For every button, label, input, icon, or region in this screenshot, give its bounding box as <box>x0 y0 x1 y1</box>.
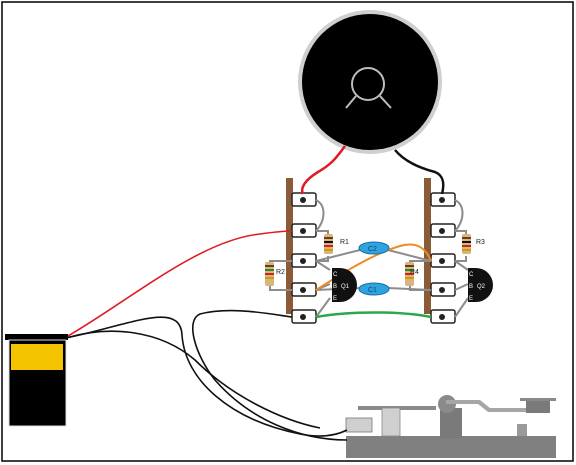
r2-label: R2 <box>276 269 285 276</box>
q1-pin-e: E <box>333 296 337 302</box>
r3-label: R3 <box>476 239 485 246</box>
q2-pin-c: C <box>469 272 474 278</box>
r4-label: R4 <box>410 269 419 276</box>
r1-label: R1 <box>340 239 349 246</box>
q1-pin-c: C <box>333 272 338 278</box>
capacitor-c1[interactable]: C1 <box>358 282 390 296</box>
resistor-r2[interactable]: R2 <box>265 262 285 286</box>
speaker-red-wire <box>301 145 347 195</box>
q2-pin-e: E <box>469 296 473 302</box>
c2-label: C2 <box>368 246 377 253</box>
terminal-strip-left <box>286 178 293 314</box>
q1-label: Q1 <box>341 284 350 290</box>
resistor-r1[interactable]: R1 <box>324 234 349 254</box>
resistor-r3[interactable]: R3 <box>462 234 485 254</box>
key-screw <box>517 424 527 436</box>
terminal[interactable] <box>291 309 317 324</box>
key-knob <box>526 401 550 413</box>
telegraph-key[interactable] <box>345 395 556 458</box>
terminal[interactable] <box>291 192 317 207</box>
q2-pin-b: B <box>469 284 473 290</box>
battery-positive-wire <box>67 230 293 337</box>
terminal-strip-right <box>424 178 431 314</box>
speaker[interactable] <box>298 10 442 154</box>
terminal[interactable] <box>291 282 317 297</box>
battery-terminal <box>5 334 68 340</box>
speaker-cone <box>302 14 438 150</box>
terminal[interactable] <box>430 282 456 297</box>
q1-pin-b: B <box>333 284 337 290</box>
battery-top-band <box>11 344 63 370</box>
terminals-left <box>291 192 317 324</box>
terminal[interactable] <box>291 223 317 238</box>
battery[interactable] <box>5 334 68 427</box>
terminal[interactable] <box>291 253 317 268</box>
q2-label: Q2 <box>477 284 486 290</box>
terminal[interactable] <box>430 192 456 207</box>
c1-label: C1 <box>368 287 377 294</box>
terminals-right <box>430 192 456 324</box>
key-contact <box>345 417 373 433</box>
terminal[interactable] <box>430 223 456 238</box>
emitter-bridge-wire <box>315 311 432 319</box>
transistor-q1[interactable]: C B E Q1 <box>332 268 357 302</box>
key-wire <box>192 309 348 441</box>
speaker-symbol-icon <box>351 67 385 101</box>
battery-negative-wire <box>65 316 348 437</box>
battery-negative-wire-2 <box>65 330 321 429</box>
terminal[interactable] <box>430 309 456 324</box>
key-base <box>346 436 556 458</box>
key-lever <box>446 400 548 412</box>
key-knob-top <box>520 398 556 401</box>
terminal[interactable] <box>430 253 456 268</box>
resistor-r4[interactable]: R4 <box>405 262 419 286</box>
capacitor-c2[interactable]: C2 <box>358 241 390 255</box>
transistor-q2[interactable]: C B E Q2 <box>468 268 493 302</box>
speaker-black-wire <box>394 149 445 195</box>
key-post-left <box>381 407 401 437</box>
key-pivot-block <box>440 408 462 438</box>
